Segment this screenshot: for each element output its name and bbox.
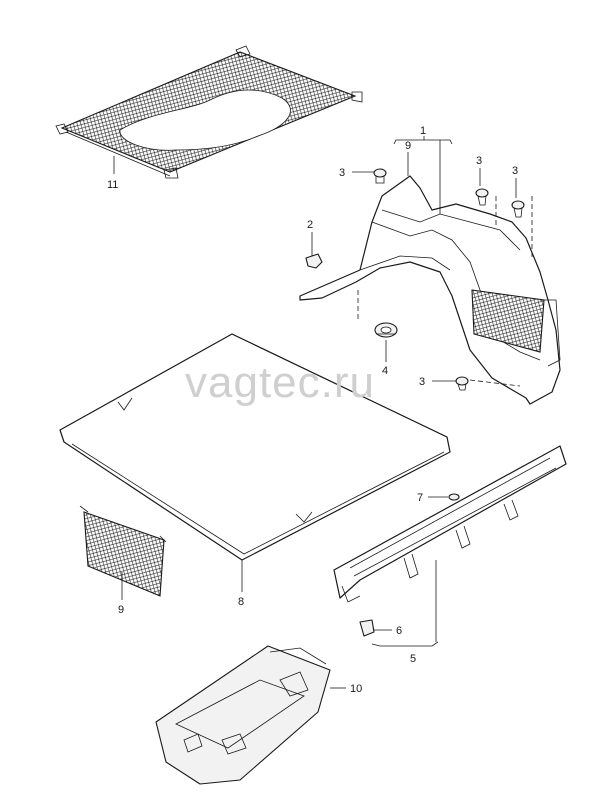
fastener-2 bbox=[305, 253, 323, 269]
fastener-3-right-a bbox=[475, 188, 489, 206]
callout-3-bottom: 3 bbox=[419, 376, 425, 388]
tie-down-ring-4 bbox=[374, 322, 398, 338]
luggage-net-11 bbox=[55, 45, 363, 179]
side-trim-panel-1 bbox=[299, 175, 561, 405]
callout-5: 5 bbox=[410, 653, 416, 665]
callout-3-top: 3 bbox=[339, 167, 345, 179]
callout-3-right-b: 3 bbox=[512, 165, 518, 177]
callout-3-right-a: 3 bbox=[476, 155, 482, 167]
callout-8: 8 bbox=[238, 596, 244, 608]
callout-10: 10 bbox=[350, 683, 362, 695]
clip-7 bbox=[448, 493, 460, 501]
fastener-3-right-b bbox=[511, 200, 525, 218]
leader-lines bbox=[113, 136, 517, 689]
storage-tray-10 bbox=[155, 645, 331, 785]
fastener-3-bottom bbox=[455, 376, 469, 391]
callout-9-net: 9 bbox=[118, 604, 124, 616]
loading-sill-trim-5 bbox=[333, 445, 567, 603]
callout-9-panel: 9 bbox=[405, 140, 411, 152]
clip-6 bbox=[359, 619, 375, 637]
callout-6: 6 bbox=[396, 625, 402, 637]
storage-net-9 bbox=[79, 505, 167, 597]
luggage-floor-cover-8 bbox=[59, 333, 451, 561]
callout-4: 4 bbox=[382, 365, 388, 377]
watermark: vagtec.ru bbox=[185, 358, 375, 407]
callout-2: 2 bbox=[307, 219, 313, 231]
fastener-3-top bbox=[373, 168, 387, 184]
callout-7: 7 bbox=[417, 492, 423, 504]
callout-1: 1 bbox=[420, 125, 426, 137]
callout-11: 11 bbox=[107, 179, 118, 191]
